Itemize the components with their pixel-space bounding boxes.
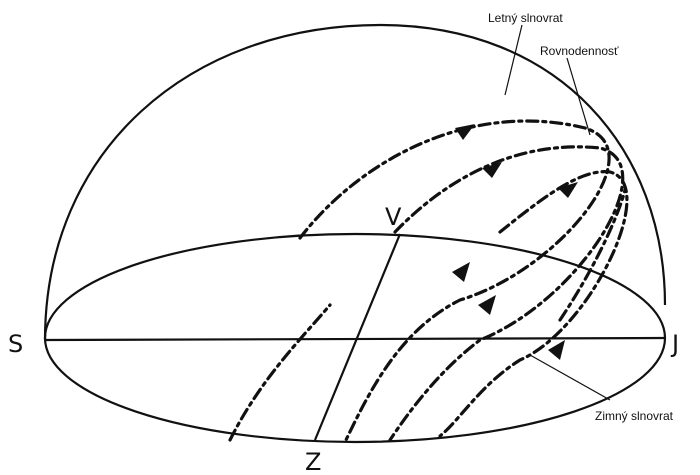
equinox-leader [566, 57, 591, 136]
south-label: J [670, 330, 679, 358]
equinox-arrow-down [478, 295, 496, 315]
winter-solstice-path-upper [558, 188, 627, 322]
east-west-line [313, 233, 402, 441]
winter-solstice-path [228, 303, 332, 442]
equinox-label: Rovnodennosť [540, 44, 619, 58]
middle-arrow-up [558, 182, 578, 198]
winter-leader [529, 354, 611, 401]
celestial-dome [43, 23, 667, 341]
intermediate-path [438, 170, 629, 438]
summer-solstice-path [298, 119, 611, 444]
equinox-arrow-up [482, 162, 502, 178]
summer-arrow-down [452, 262, 470, 282]
summer-leader [504, 24, 523, 96]
middle-arrow-down [548, 340, 565, 360]
equinox-path [388, 145, 625, 442]
nadir-label: Z [305, 448, 321, 475]
north-south-line [44, 336, 666, 342]
north-label: S [8, 330, 23, 358]
summer-solstice-label: Letný slnovrat [488, 11, 563, 25]
zenith-label: V [385, 203, 402, 231]
summer-arrow-up [455, 124, 475, 140]
winter-solstice-label: Zimný slnovrat [595, 409, 674, 423]
